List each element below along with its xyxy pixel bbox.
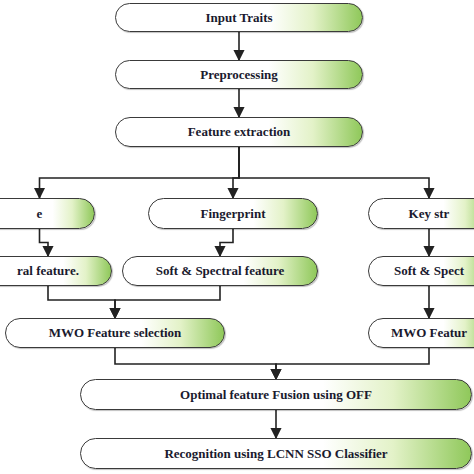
process-box: Soft & Spectral feature [122, 256, 318, 286]
box-label: MWO Feature selection [45, 325, 186, 341]
process-box: Recognition using LCNN SSO Classifier [80, 438, 472, 469]
flow-arrow [48, 286, 115, 318]
process-box: Key str [368, 198, 474, 229]
box-label: Soft & Spectral feature [152, 263, 289, 279]
box-label: Optimal feature Fusion using OFF [176, 387, 376, 403]
box-label: MWO Featur [387, 325, 471, 341]
process-box: Preprocessing [115, 60, 363, 89]
flow-arrow [428, 229, 430, 256]
process-box: e [0, 198, 95, 229]
box-label: Preprocessing [196, 67, 282, 83]
process-box: Soft & Spect [368, 256, 474, 286]
flow-arrow [238, 89, 240, 117]
flow-arrow [115, 286, 220, 318]
flow-arrow [115, 348, 276, 379]
flow-arrow [40, 229, 49, 256]
process-box: Feature extraction [115, 117, 363, 147]
process-box: MWO Feature selection [5, 318, 225, 348]
flow-arrow [238, 32, 240, 60]
box-label: e [33, 206, 47, 222]
box-label: Key str [405, 206, 454, 222]
flow-arrow [233, 147, 239, 198]
flow-arrow [428, 286, 430, 318]
flow-arrow [239, 147, 429, 198]
process-box: ral feature. [0, 256, 112, 286]
box-label: ral feature. [13, 263, 83, 279]
flow-arrow [276, 348, 429, 379]
process-box: MWO Featur [368, 318, 474, 348]
box-label: Feature extraction [184, 124, 295, 140]
box-label: Recognition using LCNN SSO Classifier [160, 446, 391, 462]
box-label: Soft & Spect [390, 263, 468, 279]
process-box: Optimal feature Fusion using OFF [80, 379, 472, 410]
box-label: Fingerprint [197, 206, 270, 222]
process-box: Fingerprint [148, 198, 318, 229]
flow-arrow [40, 147, 240, 198]
flow-arrow [220, 229, 233, 256]
process-box: Input Traits [115, 3, 363, 32]
flow-arrow [275, 410, 277, 438]
box-label: Input Traits [201, 10, 276, 26]
